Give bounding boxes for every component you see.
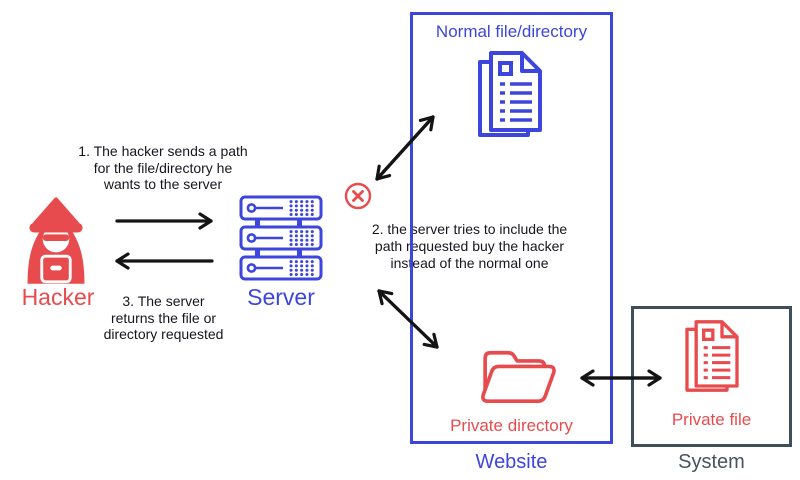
normal-file-documents-icon	[474, 49, 546, 139]
private-file-label: Private file	[671, 410, 752, 429]
private-directory-label: Private directory	[450, 416, 573, 435]
website-label: Website	[475, 451, 548, 473]
annotation-step-1: 1. The hacker sends a path for the file/…	[78, 143, 248, 192]
x-circle-icon	[344, 182, 372, 210]
annotation-step-3: 3. The server returns the file or direct…	[103, 293, 224, 342]
server-icon	[239, 195, 323, 281]
annotation-step-2: 2. the server tries to include the path …	[371, 221, 568, 271]
hacker-icon	[27, 197, 85, 284]
private-file-documents-icon	[682, 316, 742, 396]
private-directory-folder-icon	[481, 350, 556, 403]
website-box	[410, 12, 613, 444]
system-label: System	[678, 451, 745, 473]
hacker-label: Hacker	[21, 284, 95, 310]
server-label: Server	[247, 284, 315, 310]
normal-file-label: Normal file/directory	[435, 22, 588, 41]
